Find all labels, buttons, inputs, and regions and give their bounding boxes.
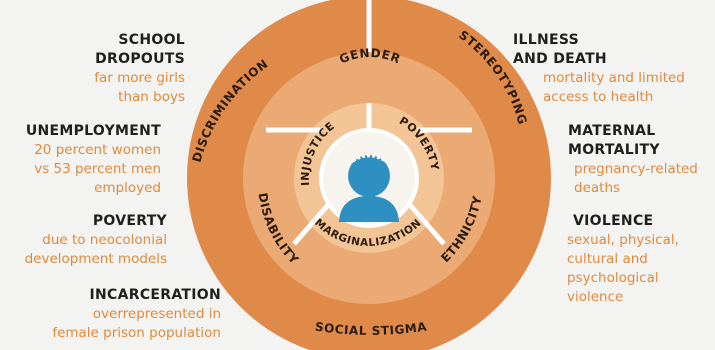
social-stigma-text: SOCIAL STIGMA bbox=[314, 319, 427, 337]
item-title: ILLNESS AND DEATH bbox=[513, 32, 607, 67]
item-description: overrepresented in female prison populat… bbox=[52, 306, 221, 341]
gender-text: GENDER bbox=[337, 46, 402, 67]
right-item-maternal-mortality: MATERNAL MORTALITY pregnancy-related dea… bbox=[568, 122, 698, 198]
item-description: pregnancy-related deaths bbox=[574, 161, 698, 196]
item-title: SCHOOL DROPOUTS bbox=[95, 32, 185, 67]
item-description: far more girls than boys bbox=[94, 70, 185, 105]
label-social-stigma: SOCIAL STIGMA bbox=[314, 319, 428, 337]
left-item-poverty: POVERTY due to neocolonial development m… bbox=[25, 212, 167, 269]
item-description: sexual, physical, cultural and psycholog… bbox=[567, 232, 679, 305]
left-item-unemployment: UNEMPLOYMENT 20 percent women vs 53 perc… bbox=[26, 122, 161, 198]
left-item-incarceration: INCARCERATION overrepresented in female … bbox=[52, 286, 221, 343]
label-gender: GENDER bbox=[337, 46, 402, 67]
left-item-school-dropouts: SCHOOL DROPOUTS far more girls than boys bbox=[94, 31, 185, 107]
item-description: due to neocolonial development models bbox=[24, 232, 167, 267]
right-item-violence: VIOLENCE sexual, physical, cultural and … bbox=[541, 212, 679, 307]
item-title: UNEMPLOYMENT bbox=[25, 123, 161, 139]
item-description: mortality and limited access to health bbox=[543, 70, 685, 105]
item-title: MATERNAL MORTALITY bbox=[568, 123, 660, 158]
item-title: VIOLENCE bbox=[573, 213, 654, 229]
divider-bottom-right bbox=[408, 203, 446, 246]
item-title: POVERTY bbox=[92, 213, 167, 229]
item-title: INCARCERATION bbox=[89, 287, 221, 303]
item-description: 20 percent women vs 53 percent men emplo… bbox=[34, 142, 161, 196]
right-item-illness-and-death: ILLNESS AND DEATH mortality and limited … bbox=[513, 31, 685, 107]
woman-avatar-icon bbox=[339, 154, 399, 222]
divider-bottom-left bbox=[292, 203, 330, 246]
